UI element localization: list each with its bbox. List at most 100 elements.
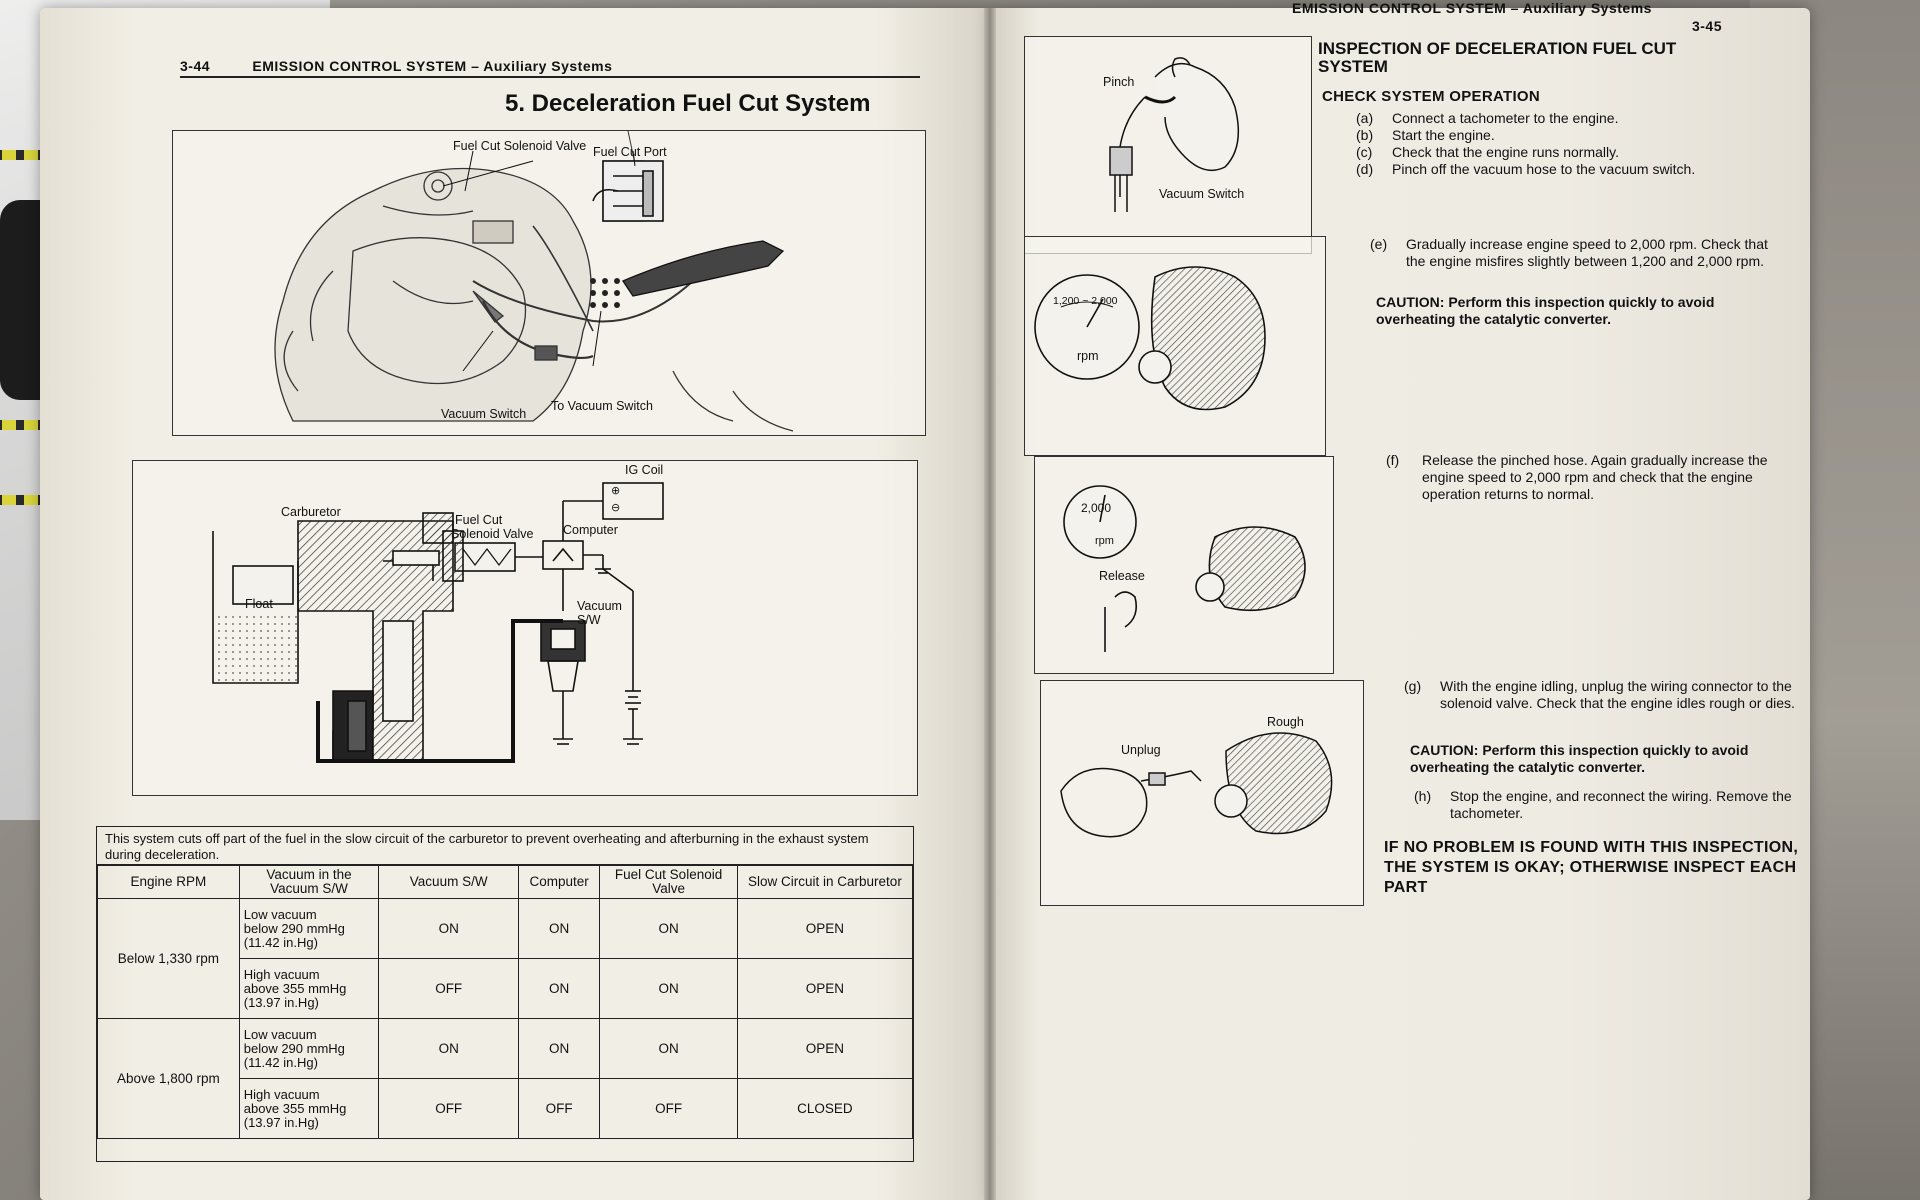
pinch-illustration (1109, 57, 1240, 212)
schematic-figure: ⊕ ⊖ IG Coil Carburetor Fue (132, 460, 918, 796)
step-e: (e) Gradually increase engine speed to 2… (1370, 236, 1770, 270)
table-row: High vacuum above 355 mmHg (13.97 in.Hg)… (98, 1078, 914, 1139)
computer-cell: OFF (518, 1078, 601, 1139)
rpm-cell: Below 1,330 rpm (97, 898, 240, 1019)
slow-circuit-cell: OPEN (736, 898, 914, 959)
step-label: (f) (1386, 452, 1400, 468)
tach-unit-label: rpm (1077, 349, 1099, 363)
solenoid-label-line1: Fuel Cut (455, 513, 503, 527)
svg-text:⊖: ⊖ (611, 502, 620, 514)
step-label: (h) (1414, 788, 1432, 804)
step-text: With the engine idling, unplug the wirin… (1440, 678, 1795, 711)
tach-unit-label: rpm (1095, 535, 1114, 547)
fuel-cut-port-label: Fuel Cut Port (593, 145, 667, 159)
release-figure: 2,000 rpm Release (1034, 456, 1334, 674)
tachometer-illustration (1034, 266, 1266, 411)
section-title: 5. Deceleration Fuel Cut System (505, 90, 871, 117)
unplug-label: Unplug (1121, 743, 1161, 757)
vacuum-text: below 290 mmHg (243, 1040, 345, 1056)
switch-cell: OFF (378, 1078, 520, 1139)
solenoid-cell: OFF (599, 1078, 738, 1139)
left-running-head: 3-44 EMISSION CONTROL SYSTEM – Auxiliary… (180, 58, 920, 78)
rpm-cell: Above 1,800 rpm (97, 1018, 240, 1139)
page-number: 3-44 (180, 58, 211, 74)
right-running-head: EMISSION CONTROL SYSTEM – Auxiliary Syst… (1292, 0, 1722, 34)
computer-label: Computer (563, 523, 618, 537)
slow-circuit-cell: CLOSED (736, 1078, 914, 1139)
unplug-illustration (1060, 732, 1333, 838)
table-row: High vacuum above 355 mmHg (13.97 in.Hg)… (98, 958, 914, 1019)
running-head-text: EMISSION CONTROL SYSTEM – Auxiliary Syst… (1292, 0, 1652, 16)
vacuum-text: above 355 mmHg (243, 980, 347, 996)
check-operation-heading: CHECK SYSTEM OPERATION (1322, 88, 1541, 105)
vacuum-text: (13.97 in.Hg) (243, 994, 319, 1010)
step-a: (a) Connect a tachometer to the engine. (1356, 110, 1756, 127)
computer-cell: ON (518, 898, 601, 959)
vacuum-text: above 355 mmHg (243, 1100, 347, 1116)
step-b: (b) Start the engine. (1356, 127, 1756, 144)
step-h: (h) Stop the engine, and reconnect the w… (1414, 788, 1834, 822)
step-text: Check that the engine runs normally. (1392, 144, 1619, 160)
solenoid-label: Fuel Cut Solenoid Valve (453, 139, 587, 153)
vacuum-sw-label-line2: S/W (577, 613, 601, 627)
solenoid-cell: ON (599, 1018, 738, 1079)
computer-cell: ON (518, 1018, 601, 1079)
vacuum-cell: Low vacuum below 290 mmHg (11.42 in.Hg) (238, 1018, 380, 1079)
running-head-text: EMISSION CONTROL SYSTEM – Auxiliary Syst… (252, 58, 613, 74)
tach-range-label: 1,200 ~ 2,000 (1053, 295, 1118, 307)
page-number: 3-45 (1691, 18, 1722, 34)
operation-data-table: Engine RPM Vacuum in the Vacuum S/W Vacu… (97, 865, 914, 1139)
caution-g: CAUTION: Perform this inspection quickly… (1410, 742, 1749, 775)
vacuum-text: Low vacuum (243, 1026, 317, 1042)
float-label: Float (245, 597, 273, 611)
step-label: (a) (1356, 110, 1374, 126)
header-slow-circuit: Slow Circuit in Carburetor (736, 865, 914, 899)
fuel-cut-schematic: ⊕ ⊖ (212, 482, 664, 763)
book-gutter (984, 8, 996, 1200)
final-note: IF NO PROBLEM IS FOUND WITH THIS INSPECT… (1384, 839, 1799, 896)
step-text: Release the pinched hose. Again graduall… (1422, 452, 1768, 502)
switch-cell: ON (378, 1018, 520, 1079)
ig-coil-label: IG Coil (625, 463, 664, 477)
step-f: (f) Release the pinched hose. Again grad… (1386, 452, 1790, 503)
vacuum-text: High vacuum (243, 1086, 320, 1102)
release-illustration (1063, 485, 1306, 652)
solenoid-cell: ON (599, 898, 738, 959)
vacuum-sw-label-line1: Vacuum (577, 599, 622, 613)
header-vacuum: Vacuum in the Vacuum S/W (238, 865, 380, 899)
vacuum-text: (13.97 in.Hg) (243, 1114, 319, 1130)
step-text: Pinch off the vacuum hose to the vacuum … (1392, 161, 1696, 177)
computer-cell: ON (518, 958, 601, 1019)
caution-e: CAUTION: Perform this inspection quickly… (1376, 294, 1715, 327)
table-row: Above 1,800 rpm Low vacuum below 290 mmH… (97, 1018, 914, 1139)
pinch-hose-figure: Pinch Vacuum Switch (1024, 36, 1312, 254)
solenoid-label-line2: Solenoid Valve (451, 527, 534, 541)
step-label: (g) (1404, 678, 1422, 694)
table-intro: This system cuts off part of the fuel in… (97, 827, 913, 865)
table-row: Below 1,330 rpm Low vacuum below 290 mmH… (97, 898, 914, 1019)
vacuum-cell: High vacuum above 355 mmHg (13.97 in.Hg) (238, 958, 380, 1019)
to-vacuum-switch-label: To Vacuum Switch (551, 399, 653, 413)
release-label: Release (1099, 569, 1145, 583)
vacuum-cell: Low vacuum below 290 mmHg (11.42 in.Hg) (238, 898, 380, 959)
table-header-row: Engine RPM Vacuum in the Vacuum S/W Vacu… (97, 865, 914, 899)
carburetor-label: Carburetor (281, 505, 341, 519)
header-engine-rpm: Engine RPM (97, 865, 240, 899)
solenoid-cell: ON (599, 958, 738, 1019)
svg-text:⊕: ⊕ (611, 485, 620, 497)
unplug-figure: Unplug Rough (1040, 680, 1364, 906)
vacuum-switch-label: Vacuum Switch (1159, 187, 1245, 201)
pinch-label: Pinch (1103, 75, 1135, 89)
engine-layout-figure: Fuel Cut Solenoid Valve Fuel Cut Port Va… (172, 130, 926, 436)
vacuum-text: below 290 mmHg (243, 920, 345, 936)
step-text: Stop the engine, and reconnect the wirin… (1450, 788, 1792, 821)
slow-circuit-cell: OPEN (736, 1018, 914, 1079)
step-text: Start the engine. (1392, 127, 1495, 143)
switch-cell: OFF (378, 958, 520, 1019)
step-text: Gradually increase engine speed to 2,000… (1406, 236, 1768, 269)
vacuum-text: (11.42 in.Hg) (243, 1054, 318, 1070)
step-d: (d) Pinch off the vacuum hose to the vac… (1356, 161, 1776, 178)
switch-cell: ON (378, 898, 520, 959)
inspection-title: INSPECTION OF DECELERATION FUEL CUT SYST… (1318, 39, 1677, 76)
step-label: (e) (1370, 236, 1388, 252)
